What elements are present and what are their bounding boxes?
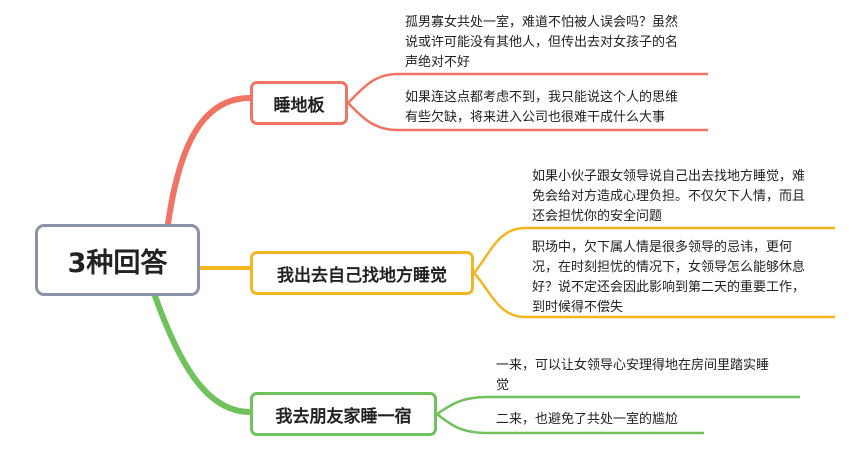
connector-root-to-branch-1 — [165, 95, 253, 227]
note-branch-2-item-1: 如果小伙子跟女领导说自己出去找地方睡觉，难 免会给对方造成心理负担。不仅欠下人情… — [532, 169, 806, 224]
note-branch-3-item-2: 二来，也避免了共处一室的尴尬 — [496, 412, 679, 427]
branch-node-sleep-floor[interactable]: 睡地板 — [250, 81, 348, 125]
branch-node-friend-house[interactable]: 我去朋友家睡一宿 — [250, 392, 437, 436]
note-branch-1-item-1: 孤男寡女共处一室，难道不怕被人误会吗？虽然 说或许可能没有其他人，但传出去对女孩… — [405, 15, 679, 70]
connector-branch-2-note-1 — [473, 226, 835, 274]
note-branch-2-item-2: 职场中，欠下属人情是很多领导的忌讳，更何 况，在时刻担忧的情况下，女领导怎么能够… — [532, 240, 806, 315]
connector-branch-3-note-1 — [436, 395, 800, 416]
connector-branch-2-note-2 — [473, 272, 835, 319]
branch-node-sleep-elsewhere[interactable]: 我出去自己找地方睡觉 — [250, 251, 474, 295]
connector-branch-1-note-2 — [347, 102, 708, 132]
root-node[interactable]: 3种回答 — [35, 224, 200, 296]
note-branch-3-item-1: 一来，可以让女领导心安理得地在房间里踏实睡 觉 — [496, 358, 770, 393]
connector-root-to-branch-3 — [152, 293, 253, 415]
connector-branch-1-note-1 — [347, 72, 708, 104]
connector-branch-3-note-2 — [436, 413, 704, 435]
note-branch-1-item-2: 如果连这点都考虑不到，我只能说这个人的思维 有些欠缺，将来进入公司也很难干成什么… — [405, 90, 679, 125]
